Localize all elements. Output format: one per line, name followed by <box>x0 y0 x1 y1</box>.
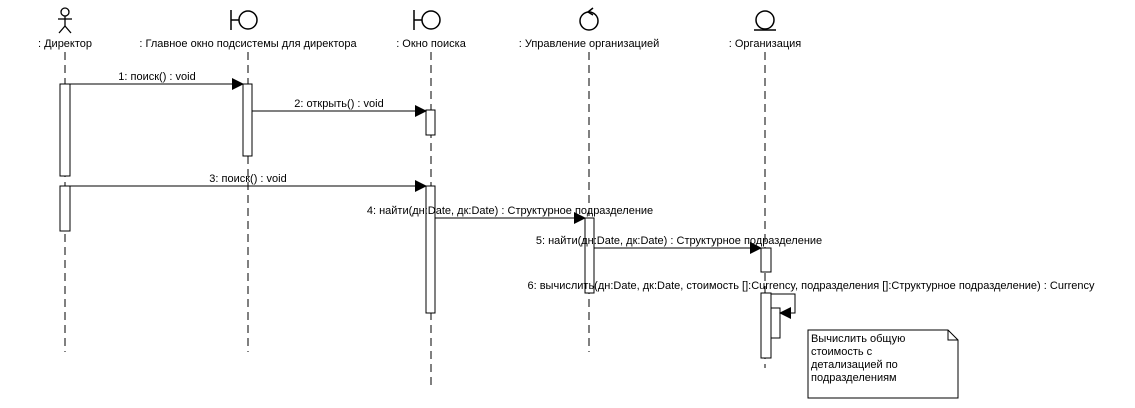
activation-bar <box>760 292 772 359</box>
activation-bar <box>242 83 253 157</box>
self-message-arrow <box>771 293 796 319</box>
participant-label: : Организация <box>729 38 801 50</box>
message-label: 6: вычислить(дн:Date, дк:Date, стоимость… <box>527 280 1095 292</box>
message-label: 5: найти(дн:Date, дк:Date) : Структурное… <box>536 235 822 247</box>
note-shape <box>807 329 959 399</box>
boundary-icon <box>230 10 258 30</box>
message-label: 3: поиск() : void <box>209 173 286 185</box>
actor-icon <box>58 7 72 34</box>
activation-bar <box>59 185 71 232</box>
activation-bar <box>425 109 436 136</box>
activation-bar <box>59 83 71 177</box>
note-line: стоимость с <box>811 346 873 358</box>
message-label: 2: открыть() : void <box>294 98 383 110</box>
participant-label: : Окно поиска <box>396 38 467 50</box>
entity-icon <box>754 10 776 31</box>
participant-label: : Управление организацией <box>519 38 660 50</box>
activation-bar <box>425 185 436 314</box>
note-line: детализацией по <box>811 359 898 371</box>
message-label: 1: поиск() : void <box>118 71 195 83</box>
note-line: подразделениям <box>811 372 897 384</box>
message-label: 4: найти(дн:Date, дк:Date) : Структурное… <box>367 205 653 217</box>
note: Вычислить общую стоимость с детализацией… <box>808 330 958 398</box>
activation-bar <box>760 247 772 273</box>
control-icon <box>579 7 599 31</box>
activation-bar <box>770 307 781 339</box>
participant-label: : Директор <box>38 38 92 50</box>
boundary-icon <box>413 10 441 30</box>
activation-bar <box>584 217 595 294</box>
note-line: Вычислить общую <box>811 333 906 345</box>
participant-label: : Главное окно подсистемы для директора <box>139 38 357 50</box>
